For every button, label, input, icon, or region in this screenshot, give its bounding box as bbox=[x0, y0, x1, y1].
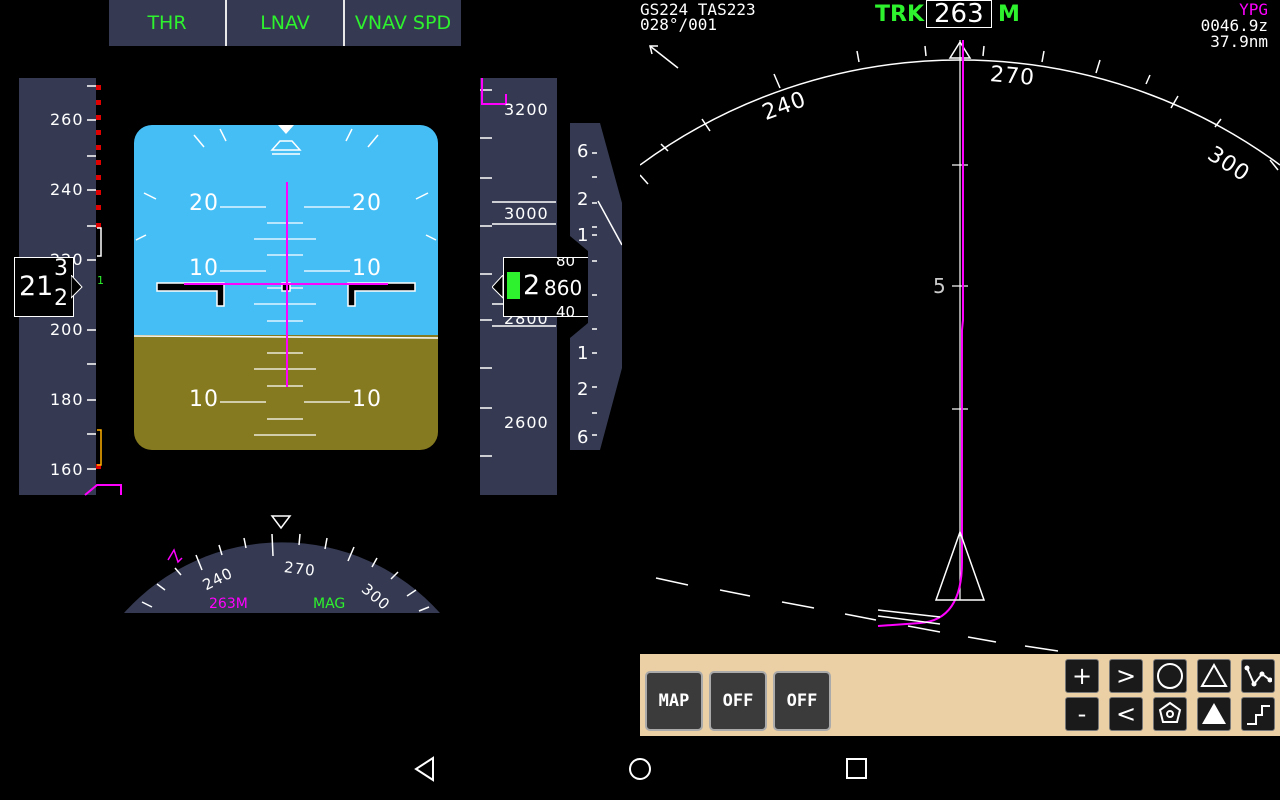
navigation-display: GS224 TAS223 028°/001 TRK 263 M YPG 0046… bbox=[640, 0, 1280, 654]
vertical-speed-indicator: 6 2 1 1 2 6 bbox=[570, 123, 623, 450]
active-waypoint: YPG bbox=[1239, 0, 1268, 19]
attitude-indicator-graphic bbox=[134, 125, 438, 450]
flight-mode-annunciator: THR LNAV VNAV SPD bbox=[109, 0, 461, 46]
airspeed-readout-lower: 2 bbox=[54, 286, 68, 311]
attitude-indicator: 20 20 10 10 10 10 bbox=[134, 125, 438, 450]
nd-arc-label-270: 270 bbox=[988, 62, 1037, 91]
fma-thrust-mode: THR bbox=[147, 12, 187, 34]
altitude-pointer-icon bbox=[492, 275, 504, 299]
track-readout: 263 bbox=[934, 0, 984, 29]
ndb-button[interactable] bbox=[1153, 697, 1187, 731]
wind-arrow-icon bbox=[649, 45, 679, 69]
vsi-label-2-down: 2 bbox=[577, 379, 590, 400]
fma-lateral-mode: LNAV bbox=[225, 0, 343, 46]
airspeed-readout-main: 21 bbox=[19, 271, 54, 302]
ndb-icon bbox=[1158, 701, 1182, 723]
heading-compass-rose bbox=[124, 515, 440, 613]
wind-readout: 028°/001 bbox=[640, 15, 718, 34]
waypoint-distance: 37.9nm bbox=[1210, 32, 1268, 51]
range-increase-label: + bbox=[1071, 662, 1093, 690]
profile-button[interactable] bbox=[1241, 697, 1275, 731]
speed-label-200: 200 bbox=[50, 320, 84, 339]
vsi-label-2-up: 2 bbox=[577, 189, 590, 210]
speed-label-160: 160 bbox=[50, 460, 84, 479]
pitch-label-down10-right: 10 bbox=[352, 387, 382, 412]
altitude-roll-lower: 40 bbox=[556, 303, 576, 317]
altitude-label-3200: 3200 bbox=[504, 100, 549, 119]
compass-mode: MAG bbox=[313, 596, 346, 612]
home-icon[interactable] bbox=[627, 756, 653, 782]
fma-vertical-mode: VNAV SPD bbox=[343, 0, 461, 46]
speed-label-180: 180 bbox=[50, 390, 84, 409]
pitch-label-up10-left: 10 bbox=[189, 256, 219, 281]
speed-target-marker: 1 bbox=[97, 274, 105, 287]
altitude-readout-hundreds: 860 bbox=[544, 276, 583, 300]
step-profile-icon bbox=[1247, 705, 1270, 725]
compass-label-270: 270 bbox=[283, 558, 317, 580]
altitude-roll-upper: 80 bbox=[556, 257, 576, 270]
next-label: > bbox=[1115, 662, 1137, 690]
previous-label: < bbox=[1115, 700, 1137, 728]
vor-button[interactable] bbox=[1153, 659, 1187, 693]
range-decrease-label: - bbox=[1077, 700, 1087, 728]
vsi-scale bbox=[570, 123, 623, 450]
navigation-map bbox=[640, 40, 1280, 652]
vsi-label-1-down: 1 bbox=[577, 343, 590, 364]
route-icon bbox=[1244, 665, 1272, 687]
airspeed-readout: 21 3 2 bbox=[14, 256, 74, 317]
airspeed-readout-upper: 3 bbox=[54, 256, 68, 281]
compass-selected-heading: 263M bbox=[209, 596, 248, 612]
range-decrease-button[interactable]: - bbox=[1065, 697, 1099, 731]
system-navigation-bar bbox=[0, 736, 1280, 800]
display-control-panel: MAP OFF OFF + - > < bbox=[640, 654, 1280, 736]
next-button[interactable]: > bbox=[1109, 659, 1143, 693]
triangle-outline-icon bbox=[1200, 662, 1228, 687]
track-label: TRK bbox=[875, 2, 924, 27]
vsi-label-1-up: 1 bbox=[577, 225, 590, 246]
vsi-label-6-up: 6 bbox=[577, 141, 590, 162]
triangle-filled-icon bbox=[1202, 703, 1226, 724]
altitude-readout: 2 860 80 40 bbox=[503, 257, 589, 317]
airspeed-pointer-icon bbox=[71, 275, 83, 299]
altitude-trend-indicator bbox=[507, 272, 520, 299]
airspeed-tape-ticks bbox=[84, 85, 122, 496]
range-increase-button[interactable]: + bbox=[1065, 659, 1099, 693]
route-button[interactable] bbox=[1241, 659, 1275, 693]
speed-label-260: 260 bbox=[50, 110, 84, 129]
pitch-label-up20-right: 20 bbox=[352, 191, 382, 216]
off-button-2[interactable]: OFF bbox=[773, 671, 831, 731]
pitch-label-down10-left: 10 bbox=[189, 387, 219, 412]
waypoint-outline-button[interactable] bbox=[1197, 659, 1231, 693]
aircraft-symbol-icon bbox=[934, 529, 986, 601]
circle-icon bbox=[1157, 663, 1183, 689]
track-suffix: M bbox=[998, 2, 1020, 27]
heading-bug-icon bbox=[167, 548, 183, 564]
pitch-label-up10-right: 10 bbox=[352, 256, 382, 281]
track-readout-box: 263 bbox=[926, 0, 992, 29]
speed-label-240: 240 bbox=[50, 180, 84, 199]
back-icon[interactable] bbox=[413, 756, 437, 782]
altitude-label-3000: 3000 bbox=[504, 204, 549, 223]
recents-icon[interactable] bbox=[845, 757, 869, 781]
previous-button[interactable]: < bbox=[1109, 697, 1143, 731]
range-mark: 5 bbox=[933, 274, 947, 298]
groundspeed-tas: GS224 TAS223 bbox=[640, 0, 756, 19]
map-mode-button[interactable]: MAP bbox=[645, 671, 703, 731]
route-line bbox=[877, 40, 964, 627]
vsi-label-6-down: 6 bbox=[577, 427, 590, 448]
waypoint-eta: 0046.9z bbox=[1200, 16, 1268, 35]
roll-pointer-icon bbox=[278, 125, 294, 134]
off-button-1[interactable]: OFF bbox=[709, 671, 767, 731]
pitch-label-up20-left: 20 bbox=[189, 191, 219, 216]
waypoint-filled-button[interactable] bbox=[1197, 697, 1231, 731]
altitude-label-2600: 2600 bbox=[504, 413, 549, 432]
heading-compass: 240 270 300 263M MAG bbox=[120, 512, 444, 614]
altitude-readout-thousands: 2 bbox=[523, 270, 541, 301]
